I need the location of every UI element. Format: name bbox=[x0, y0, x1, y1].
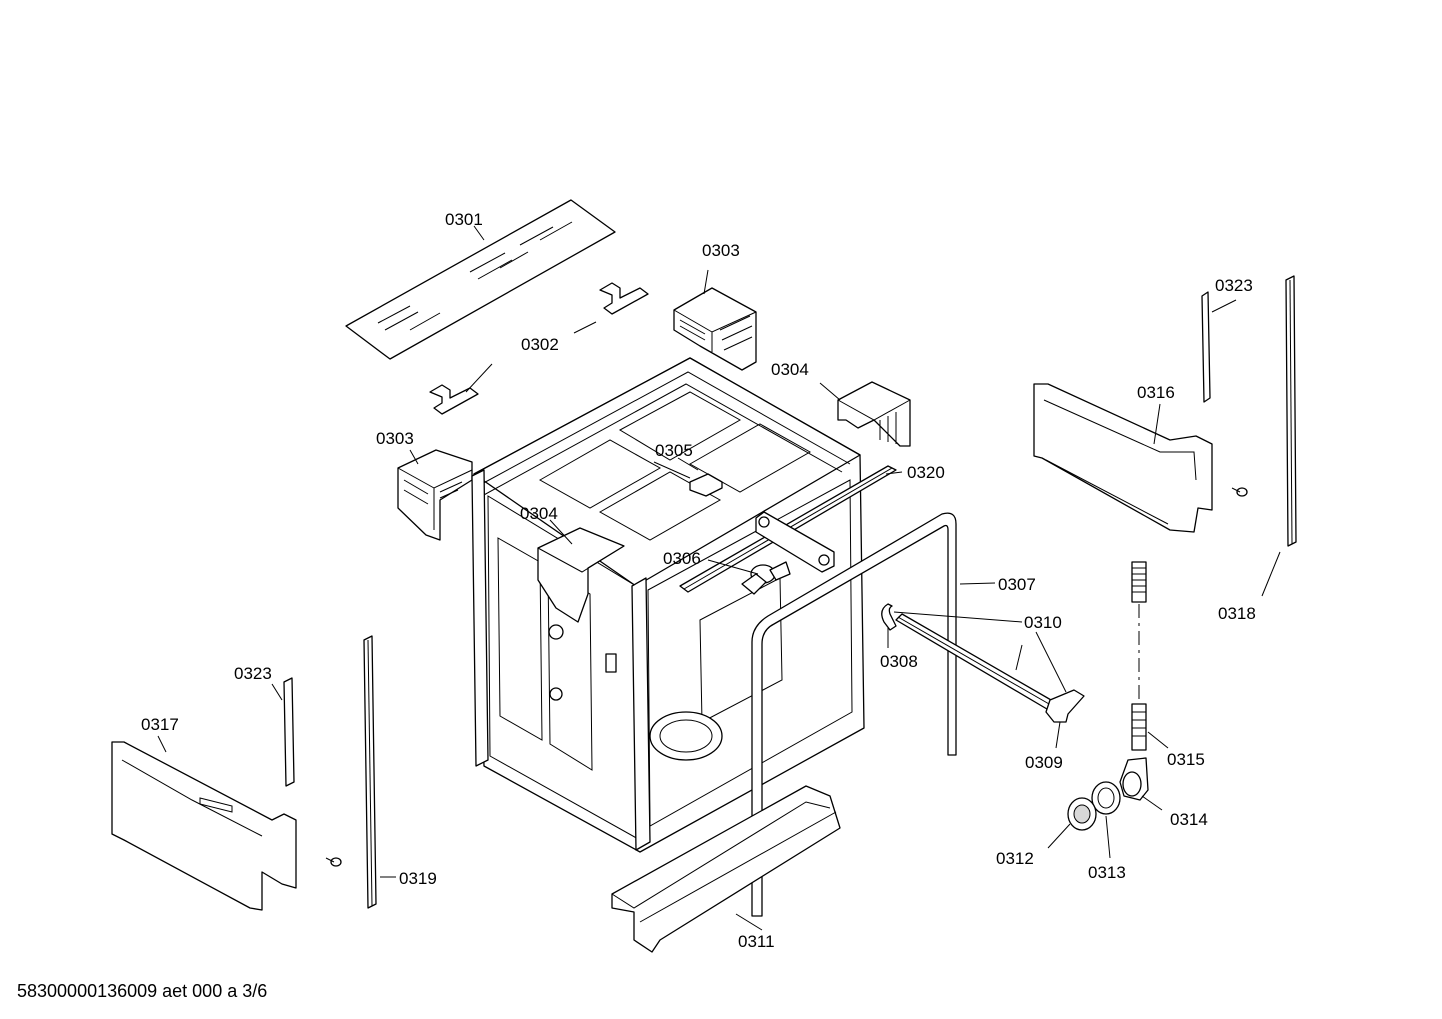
label-0323-left: 0323 bbox=[234, 664, 272, 683]
label-0308: 0308 bbox=[880, 652, 918, 671]
label-0320: 0320 bbox=[907, 463, 945, 482]
part-0303-holder-right bbox=[673, 287, 757, 371]
label-0319: 0319 bbox=[399, 869, 437, 888]
label-0306: 0306 bbox=[663, 549, 701, 568]
part-0319-strip bbox=[363, 635, 377, 909]
part-labels: 0301 0302 0303 0303 0304 0304 0305 0306 … bbox=[141, 210, 1256, 951]
label-0309: 0309 bbox=[1025, 753, 1063, 772]
part-0307-frame bbox=[751, 512, 957, 917]
label-0316: 0316 bbox=[1137, 383, 1175, 402]
part-0309-end-cap bbox=[1045, 689, 1085, 723]
part-0305-clip bbox=[689, 473, 723, 497]
part-0306-wing-nut bbox=[741, 511, 835, 595]
label-0313: 0313 bbox=[1088, 863, 1126, 882]
part-0316-side-panel-right bbox=[1033, 383, 1213, 533]
document-footer-code: 58300000136009 aet 000 a 3/6 bbox=[17, 981, 267, 1001]
part-0318-strip bbox=[1285, 275, 1297, 547]
part-0323-strip-right bbox=[1201, 291, 1211, 403]
part-0311-tray bbox=[611, 785, 841, 953]
label-0305: 0305 bbox=[655, 441, 693, 460]
label-0303-left: 0303 bbox=[376, 429, 414, 448]
part-0303-holder-left bbox=[397, 449, 473, 541]
label-0317: 0317 bbox=[141, 715, 179, 734]
part-0317-side-panel-left bbox=[111, 741, 297, 911]
label-0307: 0307 bbox=[998, 575, 1036, 594]
label-0304-front: 0304 bbox=[520, 504, 558, 523]
label-0310: 0310 bbox=[1024, 613, 1062, 632]
label-0315: 0315 bbox=[1167, 750, 1205, 769]
label-0311: 0311 bbox=[738, 932, 775, 951]
part-0312-cap bbox=[1067, 797, 1097, 831]
part-0313-ring bbox=[1091, 781, 1121, 815]
screw-left bbox=[325, 857, 342, 867]
part-0304-cover-right bbox=[837, 381, 911, 447]
part-0302-bracket bbox=[429, 282, 649, 415]
leader-lines bbox=[157, 225, 1281, 931]
label-0312: 0312 bbox=[996, 849, 1034, 868]
label-0302: 0302 bbox=[521, 335, 559, 354]
label-0323-right: 0323 bbox=[1215, 276, 1253, 295]
screw-right bbox=[1231, 487, 1248, 497]
label-0304-top: 0304 bbox=[771, 360, 809, 379]
part-0308-clip bbox=[881, 603, 897, 631]
label-0303-top: 0303 bbox=[702, 241, 740, 260]
label-0301: 0301 bbox=[445, 210, 483, 229]
part-0301-insulation-mat bbox=[345, 199, 616, 360]
label-0314: 0314 bbox=[1170, 810, 1208, 829]
part-0314-elbow bbox=[1119, 757, 1149, 801]
part-0315-hose bbox=[1131, 561, 1147, 751]
part-0304-cover-front bbox=[537, 527, 625, 623]
label-0318: 0318 bbox=[1218, 604, 1256, 623]
part-0323-strip-left bbox=[283, 677, 295, 787]
